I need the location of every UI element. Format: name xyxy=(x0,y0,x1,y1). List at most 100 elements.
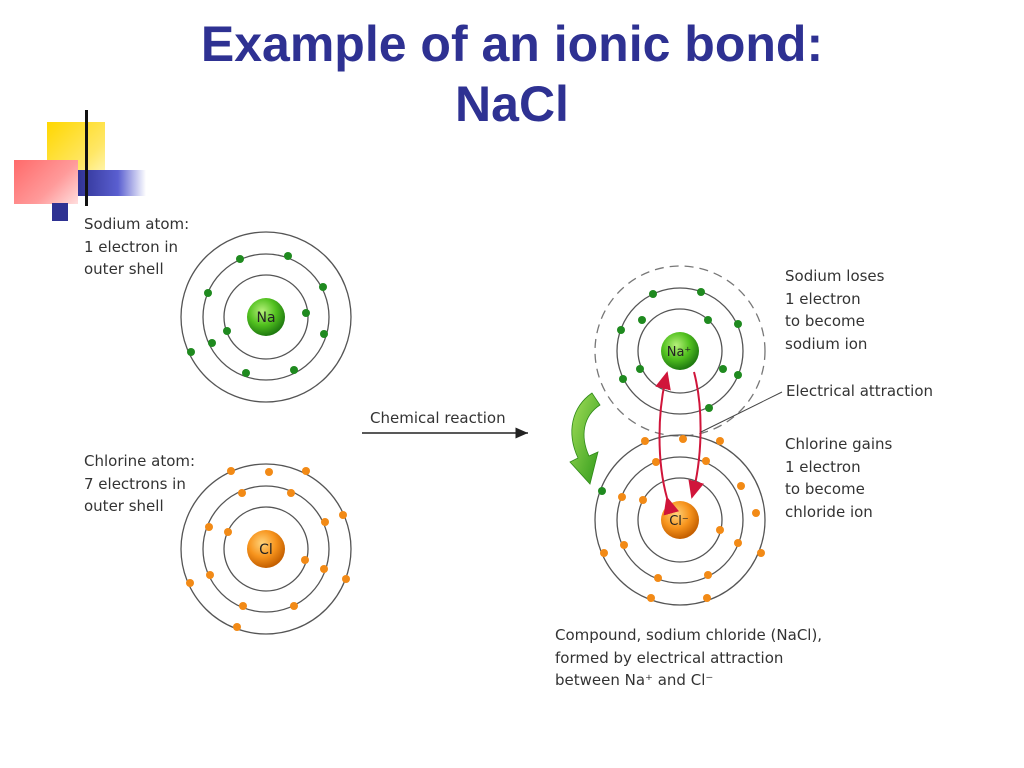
caption-line: between Na⁺ and Cl⁻ xyxy=(555,671,714,689)
electron xyxy=(224,528,232,536)
slide-title-line2: NaCl xyxy=(455,76,569,132)
caption-line: formed by electrical attraction xyxy=(555,648,784,667)
caption-line: Chlorine gains xyxy=(785,435,893,453)
electron xyxy=(697,288,705,296)
chlorine-atom-caption: Chlorine atom: 7 electrons in outer shel… xyxy=(84,450,195,518)
na-ion-symbol: Na⁺ xyxy=(667,345,692,360)
electron xyxy=(737,482,745,490)
caption-line: outer shell xyxy=(84,260,164,278)
decor-red-square xyxy=(14,160,78,204)
electron-transfer-arrow xyxy=(569,392,601,485)
electron xyxy=(236,255,244,263)
chlorine-atom: Cl xyxy=(180,463,352,635)
electron xyxy=(734,320,742,328)
shell-ring xyxy=(616,287,744,415)
decor-blue-tab xyxy=(52,203,68,221)
shell-ring xyxy=(180,463,352,635)
caption-line: chloride ion xyxy=(785,502,873,521)
electron xyxy=(339,511,347,519)
sodium-nucleus xyxy=(247,298,285,336)
shell-ring xyxy=(223,506,309,592)
compound-caption: Compound, sodium chloride (NaCl), formed… xyxy=(555,624,822,692)
slide-title: Example of an ionic bond: NaCl xyxy=(0,14,1024,134)
decor-vertical-line xyxy=(85,110,88,206)
shell-ring xyxy=(616,456,744,584)
electron xyxy=(638,316,646,324)
caption-line: 1 electron xyxy=(785,457,861,476)
electron xyxy=(704,571,712,579)
electron xyxy=(705,404,713,412)
electron xyxy=(703,594,711,602)
electron xyxy=(204,289,212,297)
electron xyxy=(223,327,231,335)
sodium-ion-nucleus xyxy=(661,332,699,370)
electron xyxy=(233,623,241,631)
caption-line: to become xyxy=(785,480,865,498)
caption-line: 1 electron xyxy=(785,289,861,308)
electron xyxy=(716,437,724,445)
electron xyxy=(702,457,710,465)
electron xyxy=(636,365,644,373)
sodium-atom: Na xyxy=(180,231,352,403)
attraction-arrow xyxy=(688,371,704,499)
caption-line: Sodium atom: xyxy=(84,215,190,233)
caption-line: Compound, sodium chloride (NaCl), xyxy=(555,626,823,644)
electron xyxy=(752,509,760,517)
electron xyxy=(205,523,213,531)
reaction-label: Chemical reaction xyxy=(370,409,506,427)
sodium-ion-caption: Sodium loses 1 electron to become sodium… xyxy=(785,265,884,355)
na-symbol: Na xyxy=(256,310,275,326)
attraction-label: Electrical attraction xyxy=(786,382,934,400)
electron xyxy=(301,556,309,564)
electron xyxy=(239,602,247,610)
shell-ring xyxy=(202,485,330,613)
electron xyxy=(704,316,712,324)
shell-ring xyxy=(594,434,766,606)
electron xyxy=(320,565,328,573)
shell-ring xyxy=(637,308,723,394)
electron xyxy=(206,571,214,579)
electron xyxy=(227,467,235,475)
caption-line: to become xyxy=(785,312,865,330)
cl-ion-symbol: Cl⁻ xyxy=(669,514,689,529)
electron xyxy=(208,339,216,347)
cl-symbol: Cl xyxy=(259,542,273,558)
shell-ring xyxy=(180,231,352,403)
caption-line: Chlorine atom: xyxy=(84,452,196,470)
electron xyxy=(320,330,328,338)
chlorine-nucleus xyxy=(247,530,285,568)
lost-shell-ring xyxy=(594,265,766,437)
electron xyxy=(654,574,662,582)
electron xyxy=(652,458,660,466)
sodium-electrons xyxy=(187,252,328,377)
sodium-atom-caption: Sodium atom: 1 electron in outer shell xyxy=(84,213,189,281)
electron xyxy=(290,366,298,374)
caption-line: 1 electron in xyxy=(84,237,179,256)
electron xyxy=(321,518,329,526)
electron xyxy=(639,496,647,504)
electron xyxy=(265,468,273,476)
electron xyxy=(319,283,327,291)
electron xyxy=(187,348,195,356)
electron xyxy=(290,602,298,610)
electron xyxy=(302,467,310,475)
electron xyxy=(302,309,310,317)
attraction-leader-line xyxy=(700,391,783,433)
shell-ring xyxy=(202,253,330,381)
electron xyxy=(186,579,194,587)
electron xyxy=(719,365,727,373)
caption-line: outer shell xyxy=(84,497,164,515)
caption-line: sodium ion xyxy=(785,334,868,353)
electron xyxy=(716,526,724,534)
electron xyxy=(619,375,627,383)
sodium-ion: Na⁺ xyxy=(594,265,766,437)
electron xyxy=(287,489,295,497)
caption-line: 7 electrons in xyxy=(84,474,186,493)
electron xyxy=(620,541,628,549)
transferred-electron xyxy=(598,487,606,495)
electron xyxy=(342,575,350,583)
electron xyxy=(647,594,655,602)
electron xyxy=(757,549,765,557)
attraction-arrow xyxy=(655,371,679,516)
shell-ring xyxy=(223,274,309,360)
